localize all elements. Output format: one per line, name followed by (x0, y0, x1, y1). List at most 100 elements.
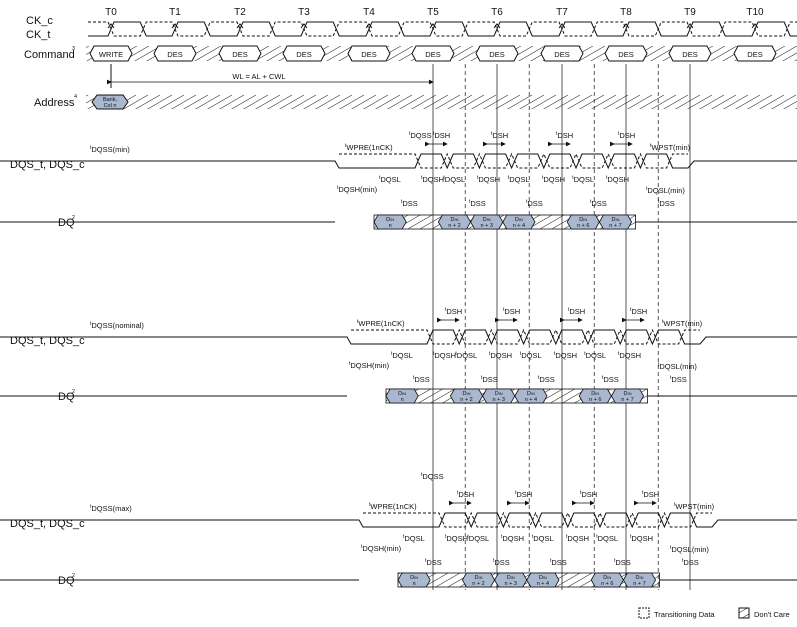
command-slot (411, 45, 455, 62)
clock-edge-arrow (365, 23, 373, 29)
dq-data-cell (502, 214, 536, 230)
tdqsh-label: tDQSH (542, 175, 565, 184)
command-des: DES (361, 50, 376, 59)
tdqsh-label: tDQSH (489, 351, 512, 360)
dq-data-index: n + 7 (621, 397, 633, 403)
tdqsh-label: tDQSH (566, 534, 589, 543)
tdss-label: tDSS (493, 558, 510, 567)
tdsh-label: tDSH (580, 490, 597, 499)
dq-data-label: DIN (603, 575, 611, 581)
dq-data-index: n + 2 (472, 581, 484, 587)
ck-c-label: CK_c (26, 15, 53, 27)
dq-data-label: DIN (612, 217, 620, 223)
dq-data-cell (373, 214, 407, 230)
tick-label-T4: T4 (363, 7, 375, 18)
dq-data-cell (526, 572, 560, 588)
clock-edge-arrow (107, 23, 115, 29)
tdqsh-label: tDQSH (606, 175, 629, 184)
tdsh-label: tDSH (630, 307, 647, 316)
dq-data-index: n + 4 (537, 581, 549, 587)
legend-transitioning-swatch (638, 607, 650, 619)
dqs-c-waveform (339, 152, 688, 169)
tdqsl-label: tDQSL (379, 175, 401, 184)
command-slot (153, 45, 197, 62)
clock-edge-arrow (686, 23, 694, 29)
command-slot (347, 45, 391, 62)
clock-edge-arrow (622, 23, 630, 29)
dq-data-label: DIN (386, 217, 394, 223)
tdqsh-label: tDQSH (477, 175, 500, 184)
signal-traces (0, 21, 797, 619)
tdss-label: tDSS (658, 199, 675, 208)
ck-c-waveform (88, 21, 797, 37)
dq-data-index: n + 3 (481, 223, 493, 229)
dqs-label: DQS_t, DQS_c (10, 159, 85, 171)
tdqsl-label: tDQSL (391, 351, 413, 360)
tdsh-label: tDSH (568, 307, 585, 316)
tdqsh-label: tDQSH (618, 351, 641, 360)
tdsh-label: tDSH (457, 490, 474, 499)
tdqsh-label: tDQSH (501, 534, 524, 543)
tdqsh-label: tDQSH (554, 351, 577, 360)
dq-data-index: n + 7 (633, 581, 645, 587)
tdqsl-label: tDQSL (532, 534, 554, 543)
tick-label-T5: T5 (427, 7, 439, 18)
tdss-label: tDSS (425, 558, 442, 567)
address-bank: Bank, (103, 97, 118, 103)
address-label: Address (34, 97, 75, 109)
command-des: DES (296, 50, 311, 59)
dq-data-label: DIN (591, 391, 599, 397)
command-des: DES (747, 50, 762, 59)
tick-label-T2: T2 (234, 7, 246, 18)
tdqsl-label: tDQSL (403, 534, 425, 543)
twpre-label: tWPRE(1nCK) (357, 319, 405, 328)
tdsh-label: tDSH (642, 490, 659, 499)
tdsh-label: tDSH (445, 307, 462, 316)
tdss-label: tDSS (590, 199, 607, 208)
command-label: Command (24, 49, 75, 61)
dq-data-index: n + 4 (513, 223, 525, 229)
command-des: DES (618, 50, 633, 59)
twpst-label: tWPST(min) (662, 319, 703, 328)
dq-data-index: n (389, 223, 392, 229)
command-sup: 3 (72, 46, 75, 52)
address-dont-care (86, 95, 797, 109)
dq-data-label: DIN (475, 575, 483, 581)
tdsh-label: tDSH (515, 490, 532, 499)
tick-label-T3: T3 (298, 7, 310, 18)
tdss-label: tDSS (682, 558, 699, 567)
dq-data-index: n (413, 581, 416, 587)
dq-data-index: n + 6 (601, 581, 613, 587)
tick-label-T1: T1 (169, 7, 181, 18)
tdss-label: tDSS (550, 558, 567, 567)
dq-data-index: n + 3 (505, 581, 517, 587)
tdqsl-label: tDQSL (443, 175, 465, 184)
legend-dont-care-swatch (738, 607, 750, 619)
dqs-c-waveform (363, 511, 712, 528)
dq-data-index: n + 6 (589, 397, 601, 403)
dq-data-index: n + 2 (448, 223, 460, 229)
command-des: DES (489, 50, 504, 59)
command-slot (604, 45, 648, 62)
tick-label-T0: T0 (105, 7, 117, 18)
dq-label: DQ (58, 391, 75, 403)
tdqss-label: tDQSS(min) (90, 145, 130, 154)
command-slot (89, 45, 133, 62)
tdss-label: tDSS (481, 375, 498, 384)
tdqsl-label: tDQSL (572, 175, 594, 184)
tdqsl-min-label: tDQSL(min) (658, 362, 697, 371)
dq-data-index: n + 6 (577, 223, 589, 229)
dq-data-cell (514, 388, 548, 404)
command-slot (475, 45, 519, 62)
tdss-label: tDSS (413, 375, 430, 384)
clock-edge-arrow (558, 23, 566, 29)
command-slot (540, 45, 584, 62)
tdsh-label: tDSH (433, 131, 450, 140)
dqs-label: DQS_t, DQS_c (10, 518, 85, 530)
tdqsl-label: tDQSL (584, 351, 606, 360)
tdqss-top-label: tDQSS (421, 472, 444, 481)
tdsh-label: tDSH (503, 307, 520, 316)
tdss-label: tDSS (670, 375, 687, 384)
tdqsl-label: tDQSL (455, 351, 477, 360)
dq-data-label: DIN (527, 391, 535, 397)
